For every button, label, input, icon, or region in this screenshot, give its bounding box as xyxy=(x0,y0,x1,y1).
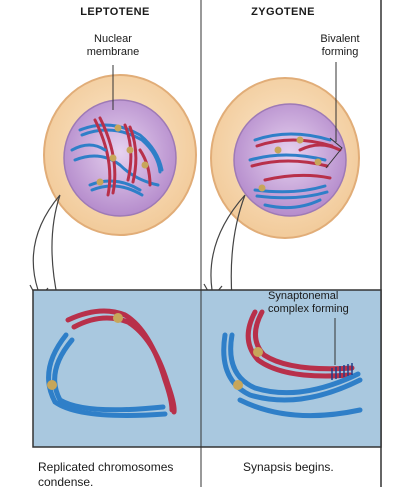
zygotene-caption: Synapsis begins. xyxy=(243,460,373,475)
synaptonemal-complex-label: Synaptonemal complex forming xyxy=(268,290,380,316)
zygotene-cell xyxy=(211,78,359,238)
leptotene-cell xyxy=(44,75,196,235)
bivalent-forming-label: Bivalent forming xyxy=(300,33,380,59)
leptotene-caption: Replicated chromosomes condense. xyxy=(38,460,198,490)
leptotene-zoom-arrow xyxy=(33,195,60,300)
nuclear-membrane-label: Nuclear membrane xyxy=(78,33,148,59)
